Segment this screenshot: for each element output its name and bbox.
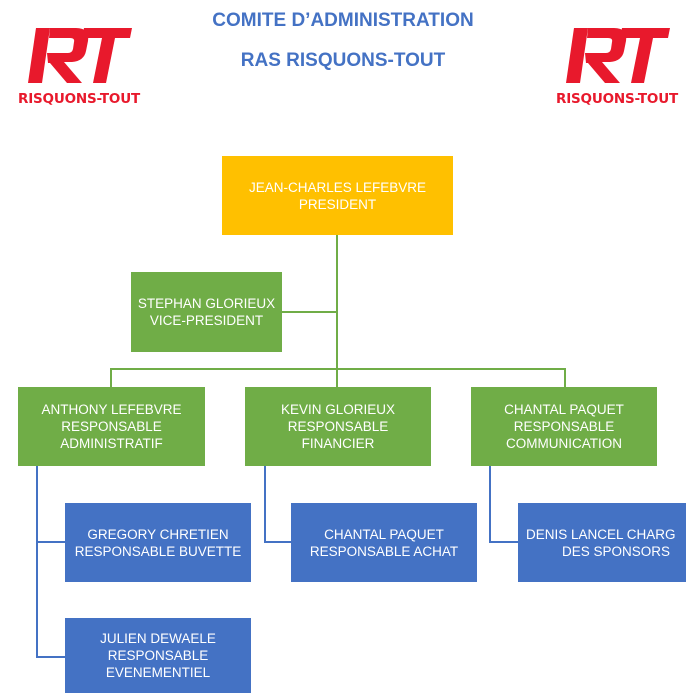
node-name: GREGORY CHRETIEN — [87, 526, 229, 542]
node-role: RESPONSABLE — [287, 419, 389, 434]
logo-wordmark: RISQUONS-TOUT — [18, 91, 140, 107]
node-role: RESPONSABLE — [61, 419, 162, 434]
club-logo-right: RISQUONS-TOUT — [552, 25, 682, 107]
node-responsable-financier: KEVIN GLORIEUX RESPONSABLE FINANCIER — [245, 387, 431, 466]
connector-buvette — [36, 541, 66, 543]
connector-admin — [110, 368, 112, 388]
node-role: ADMINISTRATIF — [60, 436, 163, 451]
node-role: VICE-PRESIDENT — [149, 313, 264, 328]
node-role: RESPONSABLE — [107, 648, 209, 663]
rt-logo-icon — [566, 28, 670, 83]
connector-president-trunk — [336, 234, 338, 369]
node-name: CHANTAL PAQUET — [324, 526, 444, 542]
node-role: RESPONSABLE BUVETTE — [74, 543, 242, 559]
node-role: DES SPONSORS — [562, 543, 671, 559]
node-name: CHANTAL PAQUET — [504, 402, 624, 417]
node-role: EVENEMENTIEL — [105, 665, 211, 680]
connector-admin-children — [36, 466, 38, 657]
page-title: COMITE D’ADMINISTRATION — [212, 10, 474, 31]
connector-event — [36, 656, 66, 658]
node-responsable-administratif: ANTHONY LEFEBVRE RESPONSABLE ADMINISTRAT… — [18, 387, 205, 466]
club-logo-left: RISQUONS-TOUT — [14, 25, 144, 107]
node-responsable-achat: CHANTAL PAQUET RESPONSABLE ACHAT — [291, 503, 477, 582]
node-name: DENIS LANCEL CHARG — [526, 526, 676, 542]
node-role: RESPONSABLE ACHAT — [309, 543, 459, 559]
node-name: JULIEN DEWAELE — [100, 631, 216, 646]
node-name: ANTHONY LEFEBVRE — [41, 402, 182, 417]
node-role: PRESIDENT — [298, 196, 377, 212]
node-name: STEPHAN GLORIEUX — [137, 296, 276, 311]
node-responsable-buvette: GREGORY CHRETIEN RESPONSABLE BUVETTE — [65, 503, 251, 582]
node-name: KEVIN GLORIEUX — [280, 402, 396, 417]
node-vice-president: STEPHAN GLORIEUX VICE-PRESIDENT — [131, 272, 282, 352]
node-president: JEAN-CHARLES LEFEBVRE PRESIDENT — [222, 156, 453, 235]
connector-level2-bar — [110, 368, 566, 370]
node-role: COMMUNICATION — [506, 436, 622, 451]
node-role: FINANCIER — [301, 436, 375, 451]
node-role: RESPONSABLE — [513, 419, 615, 434]
connector-vice — [282, 311, 337, 313]
connector-finance — [336, 368, 338, 388]
node-responsable-communication: CHANTAL PAQUET RESPONSABLE COMMUNICATION — [471, 387, 657, 466]
connector-sponsors — [489, 541, 519, 543]
connector-comm — [564, 368, 566, 388]
connector-comm-children — [489, 466, 491, 543]
node-responsable-evenementiel: JULIEN DEWAELE RESPONSABLE EVENEMENTIEL — [65, 618, 251, 693]
connector-achat — [264, 541, 292, 543]
node-charge-sponsors: DENIS LANCEL CHARG DES SPONSORS — [518, 503, 686, 582]
logo-wordmark: RISQUONS-TOUT — [556, 91, 678, 107]
node-name: JEAN-CHARLES LEFEBVRE — [248, 179, 427, 195]
page-subtitle: RAS RISQUONS-TOUT — [240, 50, 446, 71]
connector-finance-children — [264, 466, 266, 543]
rt-logo-icon — [28, 28, 132, 83]
